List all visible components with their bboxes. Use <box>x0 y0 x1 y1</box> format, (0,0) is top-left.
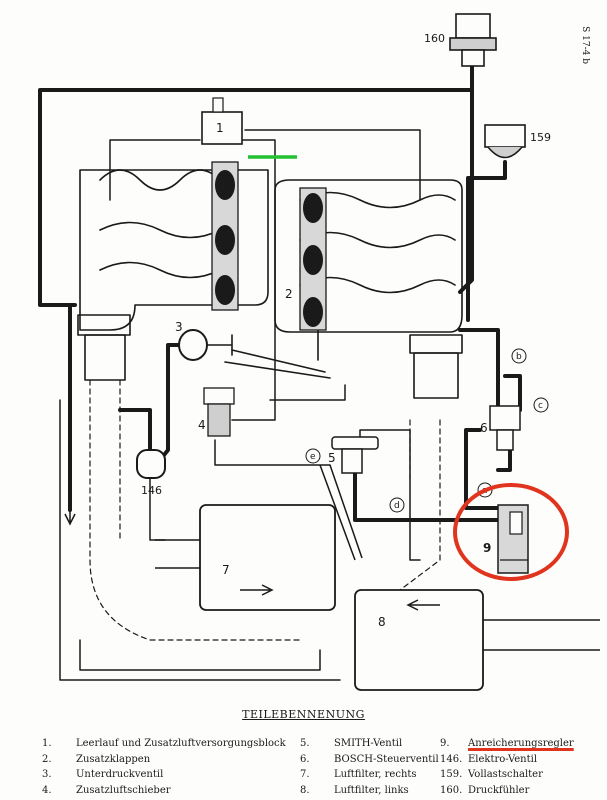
enrichment-regulator-9 <box>497 504 529 574</box>
air-hoses <box>59 129 421 681</box>
legend-item: 2.Zusatzklappen <box>42 753 151 765</box>
idle-block-1 <box>201 97 243 145</box>
label-146: 146 <box>141 484 162 497</box>
legend-item: 3.Unterdruckventil <box>42 769 164 780</box>
legend-item: 6.BOSCH-Steuerventil <box>300 753 439 765</box>
line-label-b: b <box>516 352 522 362</box>
air-ducts-dashed <box>89 379 441 641</box>
legend-item-highlighted: 9.Anreicherungsregler <box>440 738 574 749</box>
pressure-sensor-160 <box>449 13 497 67</box>
legend-column-2: 5.SMITH-Ventil 6.BOSCH-Steuerventil 7.Lu… <box>300 736 439 798</box>
legend-item: 146.Elektro-Ventil <box>440 753 538 765</box>
auxiliary-flaps <box>211 161 327 331</box>
legend-item: 1.Leerlauf und Zusatzluftversorgungsbloc… <box>42 738 286 749</box>
label-2: 2 <box>285 287 293 301</box>
label-4: 4 <box>198 418 206 432</box>
label-3: 3 <box>175 320 183 334</box>
legend-item: 4.Zusatzluftschieber <box>42 784 171 796</box>
bosch-control-valve-6 <box>489 405 521 451</box>
smith-valve-5 <box>319 436 379 561</box>
label-1: 1 <box>216 121 224 135</box>
down-arrow-icon <box>64 510 76 526</box>
line-letter-labels: a b c d e <box>305 348 549 513</box>
legend-column-3: 9.Anreicherungsregler 146.Elektro-Ventil… <box>440 736 574 798</box>
throttle-linkage <box>224 319 331 379</box>
figure-code: S 17-4 b <box>580 26 590 64</box>
legend-title: TEILEBENNENUNG <box>242 708 365 721</box>
vacuum-valve-3 <box>178 329 232 361</box>
line-label-e: e <box>310 452 316 462</box>
legend-column-1: 1.Leerlauf und Zusatzluftversorgungsbloc… <box>42 736 286 798</box>
full-load-switch-159 <box>484 124 526 159</box>
component-labels: 1 2 3 4 5 6 7 8 9 146 159 160 <box>141 32 551 629</box>
label-159: 159 <box>530 131 551 144</box>
aux-air-slide-4 <box>203 387 235 437</box>
legend-item: 5.SMITH-Ventil <box>300 738 403 749</box>
label-6: 6 <box>480 421 488 435</box>
intake-plenum <box>79 169 463 333</box>
line-label-d: d <box>394 501 400 511</box>
vacuum-lines <box>38 64 522 522</box>
label-8: 8 <box>378 615 386 629</box>
legend-item: 160.Druckfühler <box>440 784 530 796</box>
label-7: 7 <box>222 563 230 577</box>
label-5: 5 <box>328 451 336 465</box>
air-filter-left-8 <box>354 589 600 691</box>
label-160: 160 <box>424 32 445 45</box>
label-9: 9 <box>483 541 491 555</box>
air-filter-right-7 <box>155 504 336 611</box>
electro-valve-146 <box>136 449 166 479</box>
legend-item: 159.Vollastschalter <box>440 769 543 780</box>
line-label-c: c <box>538 401 543 411</box>
throttle-bodies <box>77 314 463 399</box>
vacuum-system-diagram: 1 2 3 4 5 6 7 8 9 146 159 160 a b c d e <box>38 13 600 691</box>
legend-item: 8.Luftfilter, links <box>300 784 409 796</box>
legend-item: 7.Luftfilter, rechts <box>300 769 417 780</box>
highlight-circle <box>453 483 569 581</box>
